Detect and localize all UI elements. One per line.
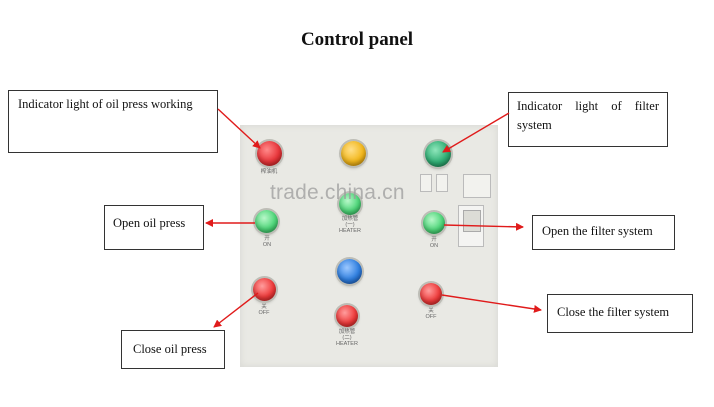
- label-text: Close oil press: [133, 342, 207, 356]
- heater-indicator-lamp: [341, 141, 366, 166]
- close-filter-caption: 关 OFF: [425, 308, 437, 320]
- label-text: Indicator light of oil press working: [18, 97, 193, 111]
- diagram-title: Control panel: [300, 29, 414, 50]
- label-text: Open oil press: [113, 216, 186, 230]
- arrow-close-oil-press: [213, 292, 259, 328]
- label-text: Open the filter system: [542, 224, 653, 238]
- heater-one-caption: 加热管 (一) HEATER: [339, 216, 361, 234]
- heater-two-caption: 加热管 (二) HEATER: [336, 329, 358, 347]
- open-filter-caption: 开 ON: [429, 237, 439, 249]
- arrow-open-filter: [443, 222, 524, 231]
- oil-press-lamp-caption: 榨油机: [260, 169, 278, 175]
- label-open-oil-press: Open oil press: [104, 205, 204, 250]
- label-open-filter: Open the filter system: [532, 215, 675, 250]
- watermark: trade.china.cn: [270, 181, 405, 204]
- close-filter-button[interactable]: [420, 283, 442, 305]
- label-text: Close the filter system: [557, 305, 670, 319]
- control-panel: [240, 125, 498, 367]
- heater-two-button[interactable]: [336, 305, 358, 327]
- open-filter-button[interactable]: [423, 212, 445, 234]
- arrow-filter-indicator: [442, 112, 510, 153]
- label-oil-press-indicator: Indicator light of oil press working: [8, 90, 218, 153]
- label-close-oil-press: Close oil press: [121, 330, 225, 369]
- label-filter-indicator: Indicator light of filter system: [508, 92, 668, 147]
- panel-side-switch: [463, 174, 491, 198]
- panel-side-switch: [436, 174, 448, 192]
- label-close-filter: Close the filter system: [547, 294, 693, 333]
- panel-side-switch: [420, 174, 432, 192]
- close-oil-press-button[interactable]: [253, 278, 276, 301]
- open-oil-press-button[interactable]: [255, 210, 278, 233]
- open-oil-press-caption: 开 ON: [262, 236, 272, 248]
- label-text: Indicator light of filter system: [517, 99, 659, 132]
- blue-button[interactable]: [337, 259, 362, 284]
- arrow-close-filter: [441, 294, 542, 313]
- heater-one-button[interactable]: [339, 193, 361, 215]
- oil-press-indicator-lamp: [257, 141, 282, 166]
- close-oil-press-caption: 关 OFF: [258, 304, 270, 316]
- arrow-oil-press-indicator: [217, 108, 261, 149]
